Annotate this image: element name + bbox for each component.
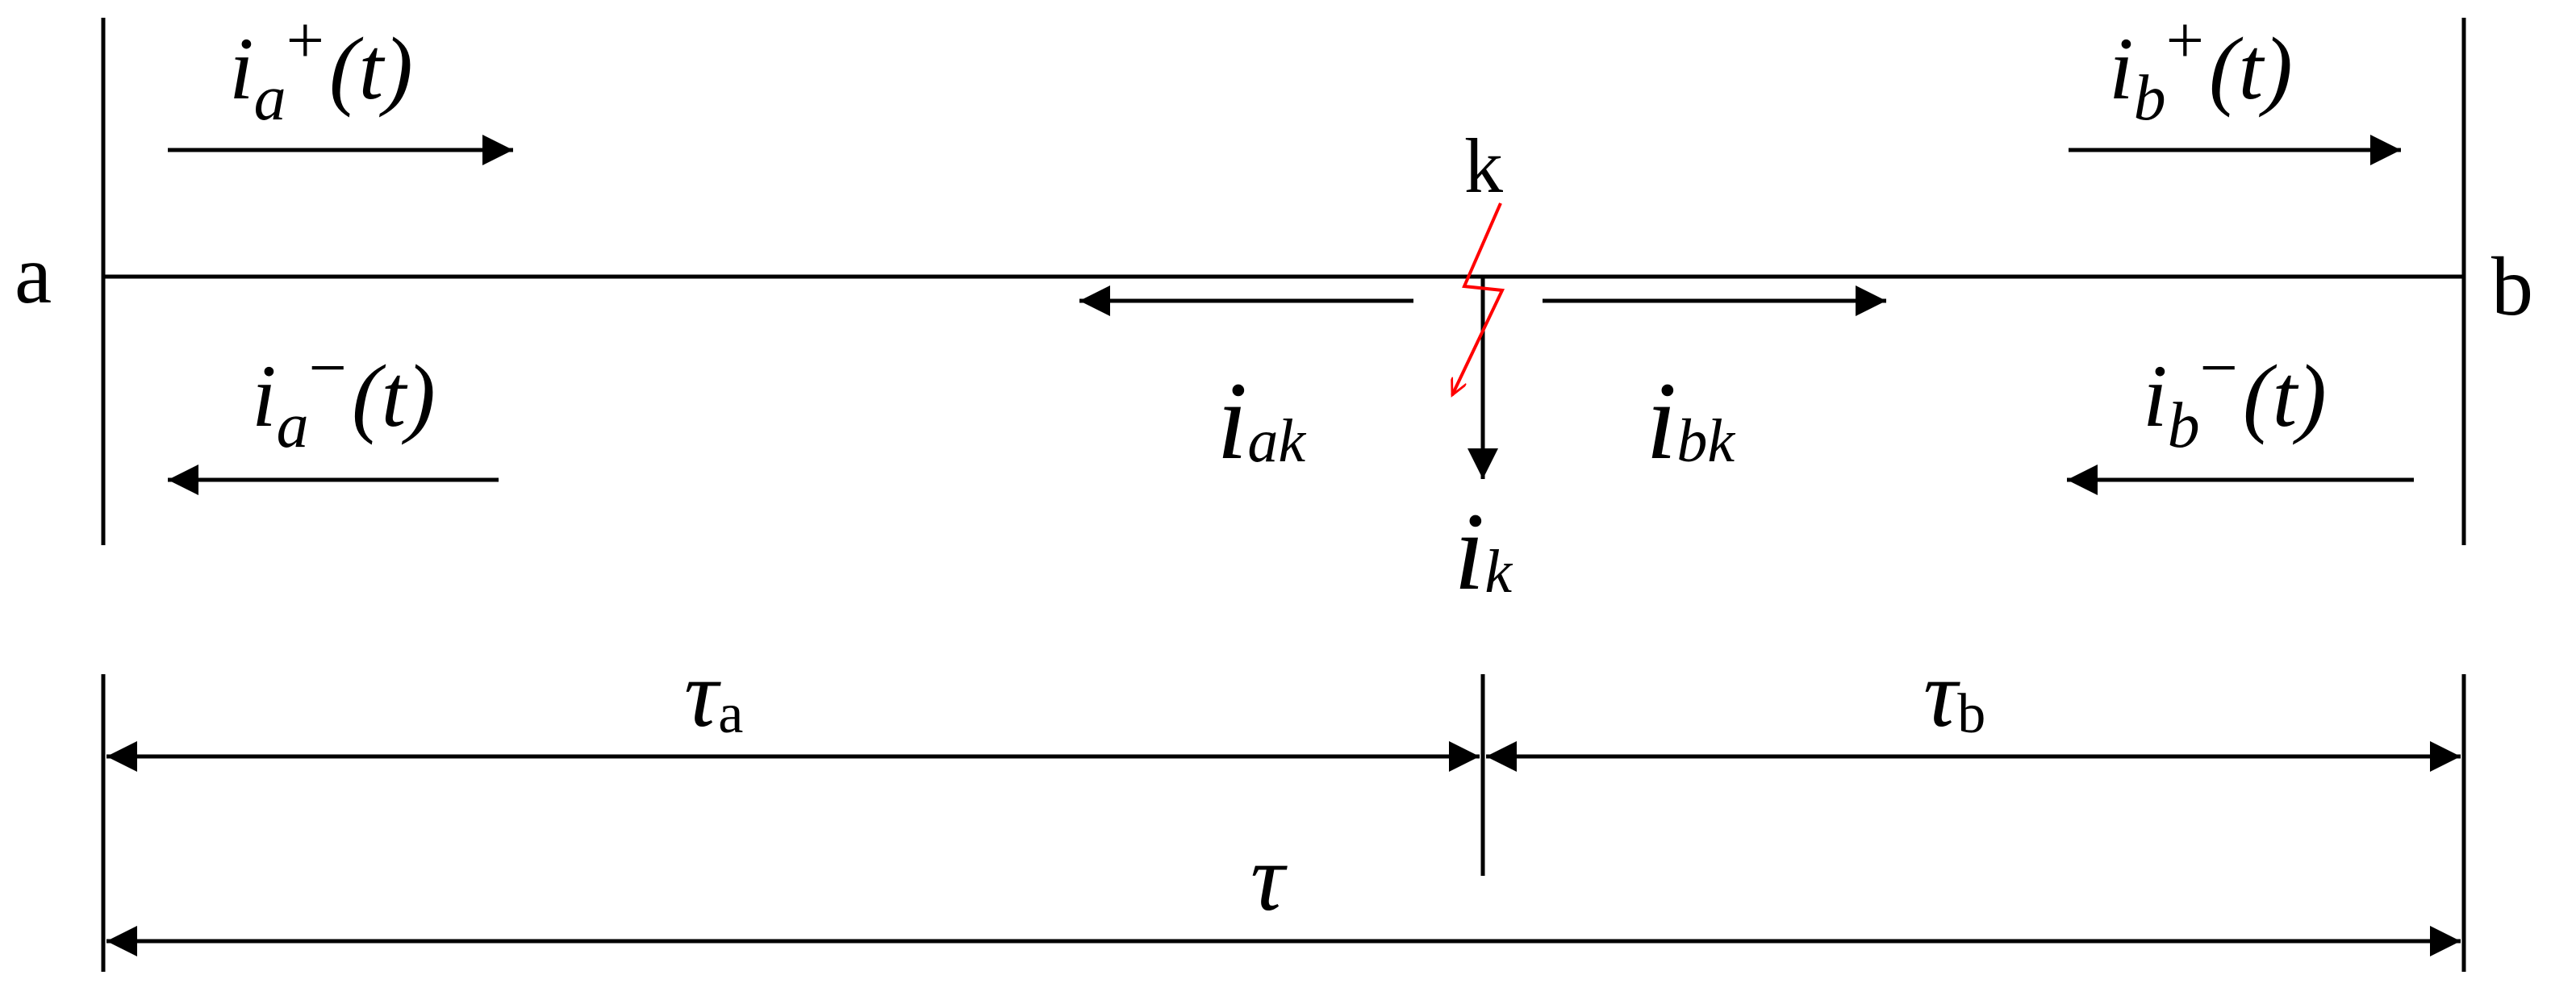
ib-plus-label: ib+(t) [2109,3,2293,134]
ib-minus-label: ib−(t) [2143,331,2327,461]
tau-label: τ [1250,825,1288,931]
tau-a-label: τa [684,641,743,747]
fault-lightning-icon [1452,202,1505,395]
ia-minus-label: ia−(t) [252,331,436,461]
ibk-label: ibk [1646,359,1735,482]
bus-a-label: a [15,228,52,321]
ia-plus-label: ia+(t) [229,3,413,134]
bus-b-label: b [2491,240,2533,333]
ik-label: ik [1454,490,1513,613]
fault-point-label: k [1464,123,1503,209]
tau-b-label: τb [1923,641,1985,747]
iak-label: iak [1217,359,1306,482]
